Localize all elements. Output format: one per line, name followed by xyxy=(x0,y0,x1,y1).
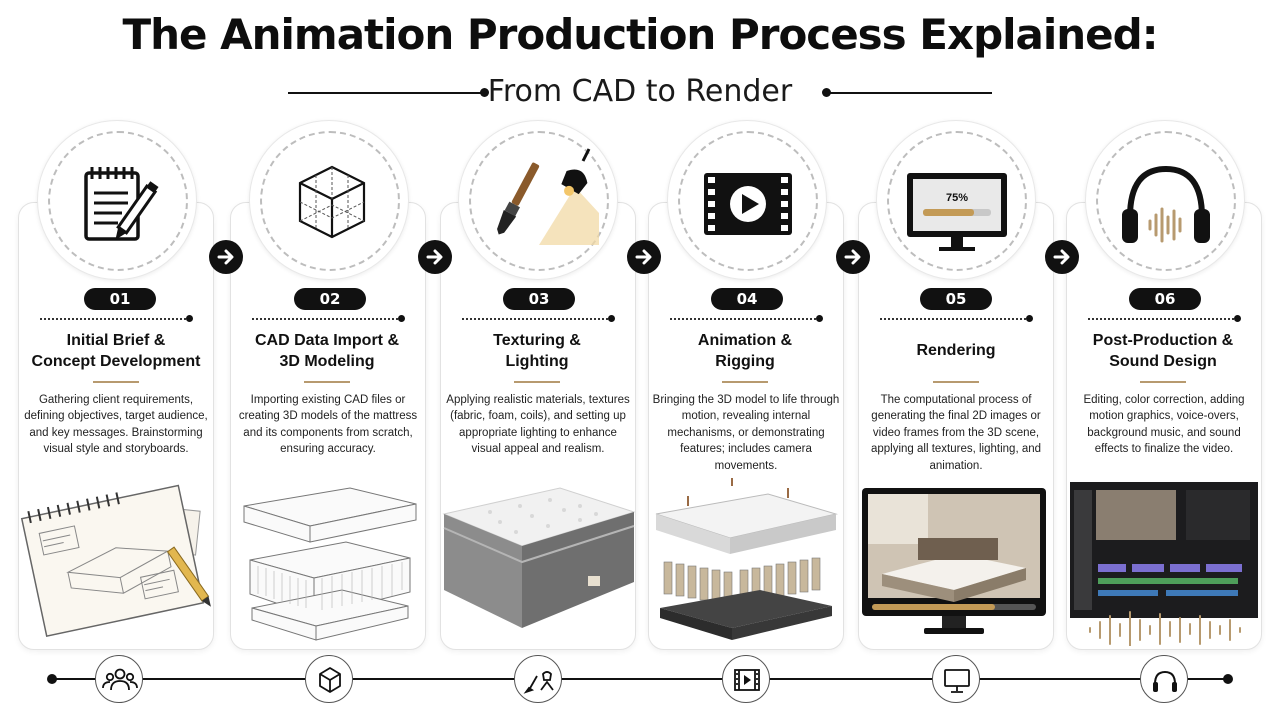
headphones-icon xyxy=(1140,655,1188,703)
subtitle-row: From CAD to Render xyxy=(0,72,1280,112)
step-title-line: Lighting xyxy=(505,353,569,370)
dotted-divider xyxy=(40,315,193,322)
title-underline xyxy=(304,381,350,383)
step-title: CAD Data Import & 3D Modeling xyxy=(227,330,427,372)
next-arrow-icon xyxy=(209,240,243,274)
step-title-line: CAD Data Import & xyxy=(254,332,399,349)
step-description: Editing, color correction, adding motion… xyxy=(1083,394,1245,456)
step-number: 02 xyxy=(294,288,366,310)
editing-timeline-illustration xyxy=(1070,482,1258,646)
step-number: 04 xyxy=(711,288,783,310)
page-subtitle: From CAD to Render xyxy=(487,74,793,109)
dotted-divider xyxy=(670,315,823,322)
step-description: The computational process of generating … xyxy=(870,394,1042,472)
dotted-divider xyxy=(252,315,405,322)
step-title-line: Initial Brief & xyxy=(66,332,166,349)
notepad-pencil-icon xyxy=(84,167,159,241)
step-4-icon-ring xyxy=(667,120,827,280)
title-underline xyxy=(933,381,979,383)
title-underline xyxy=(1140,381,1186,383)
subtitle-left-dot xyxy=(480,88,489,97)
wireframe-cube-icon xyxy=(298,165,366,239)
render-progress-label: 75% xyxy=(946,192,968,204)
step-title: Post-Production & Sound Design xyxy=(1063,330,1263,372)
timeline-start-dot xyxy=(47,674,57,684)
step-3-icon-ring xyxy=(458,120,618,280)
render-monitor-illustration xyxy=(862,488,1046,634)
step-number: 01 xyxy=(84,288,156,310)
title-underline xyxy=(93,381,139,383)
dotted-divider xyxy=(462,315,615,322)
step-title: Rendering xyxy=(856,340,1056,361)
step-title-line: Post-Production & xyxy=(1092,332,1234,349)
step-5-icon-ring: 75% xyxy=(876,120,1036,280)
page-title: The Animation Production Process Explain… xyxy=(122,10,1158,59)
subtitle-right-dot xyxy=(822,88,831,97)
step-2-icon-ring xyxy=(249,120,409,280)
wireframe-mattress-illustration xyxy=(243,487,417,641)
step-title-line: 3D Modeling xyxy=(279,353,375,370)
title-underline xyxy=(722,381,768,383)
step-description: Bringing the 3D model to life through mo… xyxy=(652,394,840,472)
monitor-progress-icon: 75% xyxy=(907,173,1007,251)
step-description: Importing existing CAD files or creating… xyxy=(238,394,418,456)
paintbrush-spotlight-icon xyxy=(497,148,599,245)
step-title: Texturing & Lighting xyxy=(437,330,637,372)
step-number: 06 xyxy=(1129,288,1201,310)
textured-mattress-illustration xyxy=(442,487,636,628)
step-title: Animation & Rigging xyxy=(645,330,845,372)
film-play-icon xyxy=(704,173,792,235)
timeline-line xyxy=(50,678,1230,680)
next-arrow-icon xyxy=(418,240,452,274)
dotted-divider xyxy=(1088,315,1241,322)
step-title-line: Animation & xyxy=(697,332,793,349)
subtitle-left-rule xyxy=(288,92,484,94)
step-1-icon-ring xyxy=(37,120,197,280)
exploded-mattress-illustration xyxy=(655,478,838,640)
step-title-line: Rendering xyxy=(916,342,996,359)
next-arrow-icon xyxy=(836,240,870,274)
step-number: 05 xyxy=(920,288,992,310)
step-title-line: Texturing & xyxy=(493,332,581,349)
cube-icon xyxy=(305,655,353,703)
next-arrow-icon xyxy=(1045,240,1079,274)
people-group-icon xyxy=(95,655,143,703)
film-strip-icon xyxy=(722,655,770,703)
step-title: Initial Brief & Concept Development xyxy=(16,330,216,372)
brush-lamp-icon xyxy=(514,655,562,703)
step-description: Gathering client requirements, defining … xyxy=(24,394,208,456)
timeline-end-dot xyxy=(1223,674,1233,684)
step-6-icon-ring xyxy=(1085,120,1245,280)
step-title-line: Sound Design xyxy=(1109,353,1217,370)
sketchbook-illustration xyxy=(20,484,211,637)
step-description: Applying realistic materials, textures (… xyxy=(446,394,630,456)
subtitle-right-rule xyxy=(828,92,992,94)
dotted-divider xyxy=(880,315,1033,322)
step-title-line: Rigging xyxy=(715,353,775,370)
step-number: 03 xyxy=(503,288,575,310)
render-progress-fill xyxy=(923,209,974,216)
monitor-icon xyxy=(932,655,980,703)
title-underline xyxy=(514,381,560,383)
headphones-waveform-icon xyxy=(1122,165,1210,243)
next-arrow-icon xyxy=(627,240,661,274)
step-title-line: Concept Development xyxy=(31,353,201,370)
